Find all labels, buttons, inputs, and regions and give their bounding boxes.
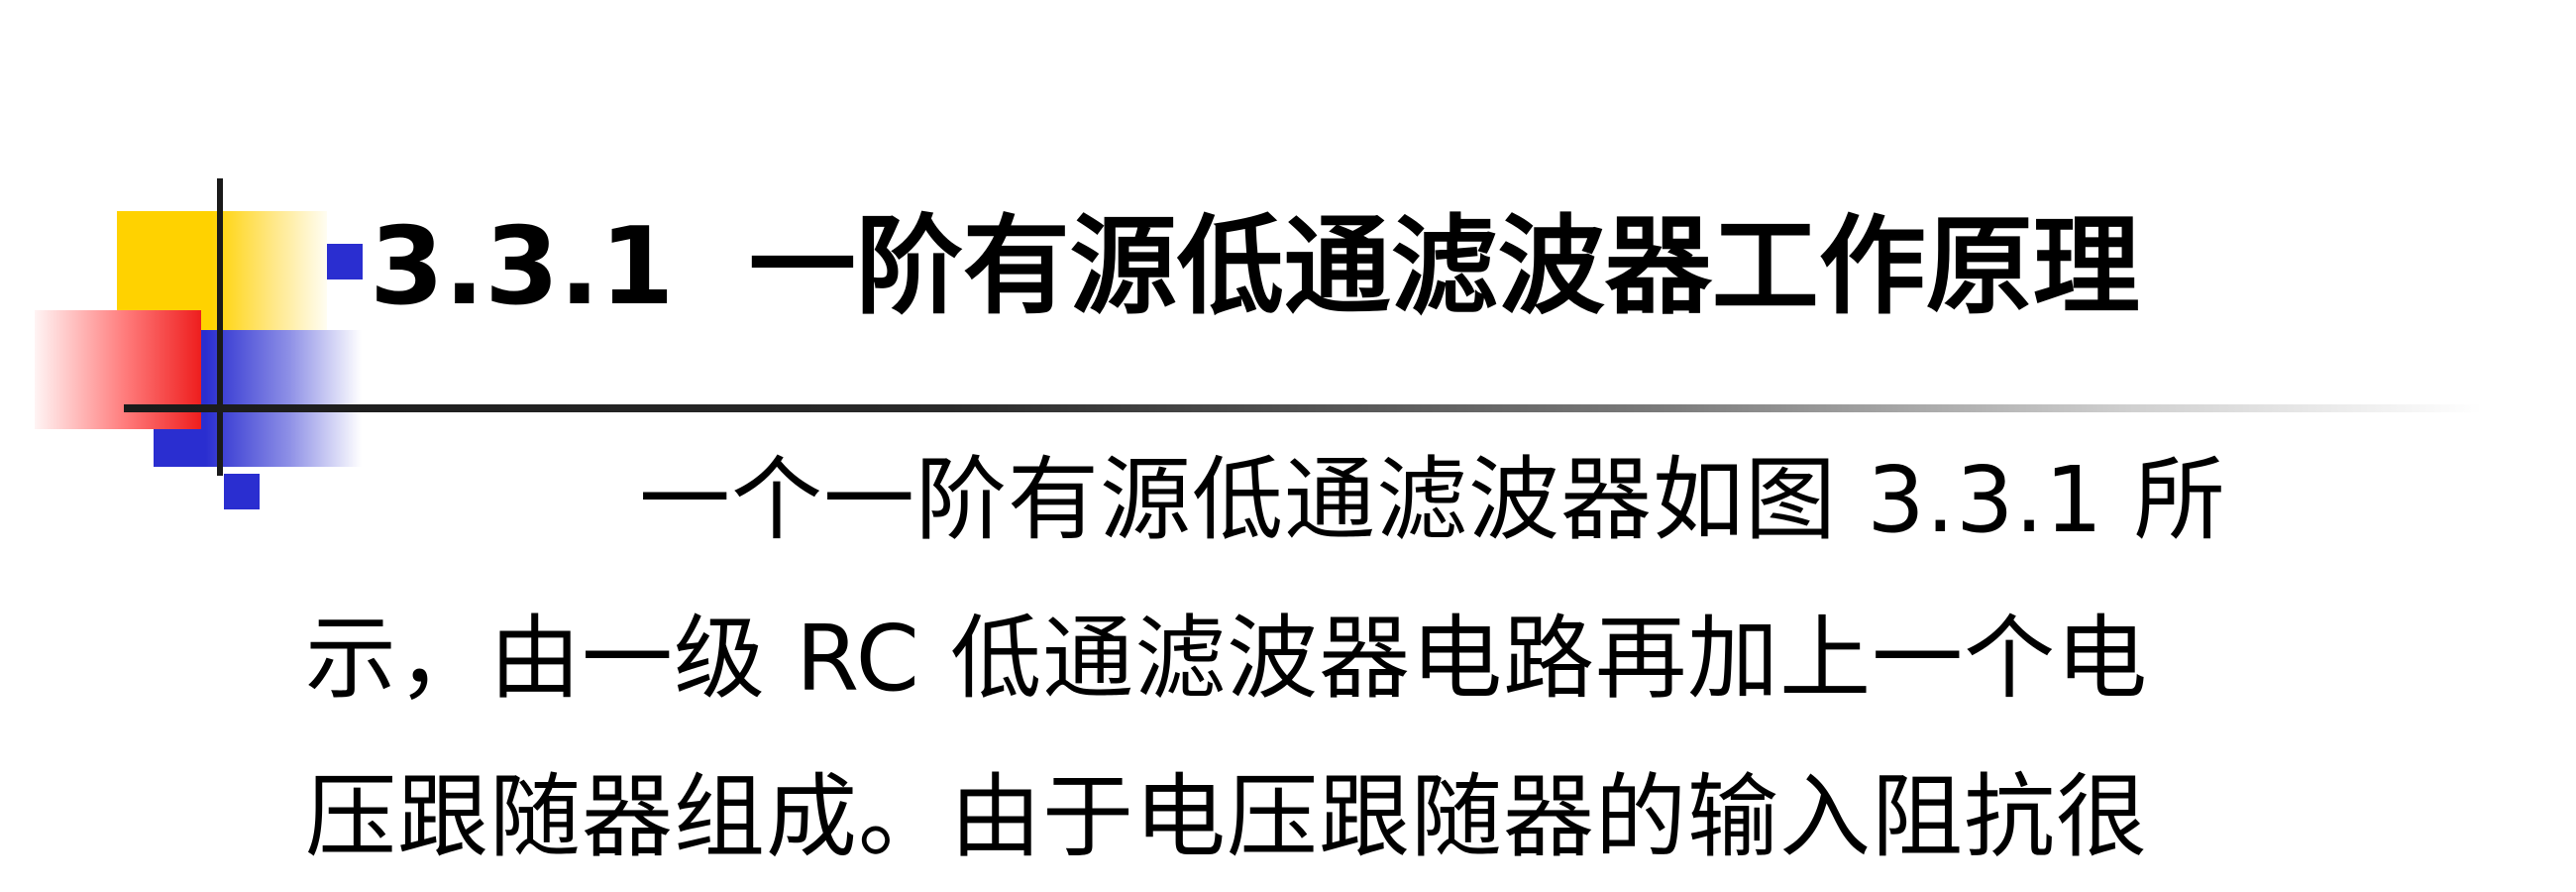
title-underline-rule — [124, 404, 2482, 412]
body-text-line-2: 示，由一级 RC 低通滤波器电路再加上一个电 — [305, 606, 2149, 712]
small-blue-square-decoration — [224, 474, 260, 509]
square-bullet-icon — [327, 244, 363, 279]
slide-title: 3.3.1 一阶有源低通滤波器工作原理 — [370, 205, 2140, 329]
body-text-line-1: 一个一阶有源低通滤波器如图 3.3.1 所 — [639, 447, 2226, 553]
body-text-line-3: 压跟随器组成。由于电压跟随器的输入阻抗很 — [305, 764, 2149, 870]
vertical-rule — [217, 178, 223, 476]
